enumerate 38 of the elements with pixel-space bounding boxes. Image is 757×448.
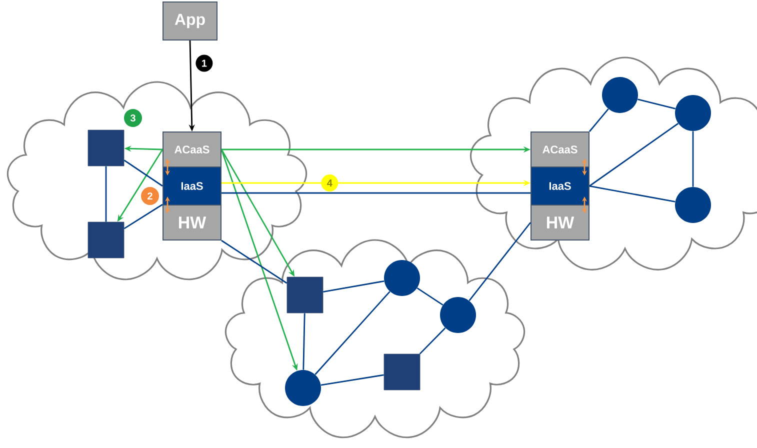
connector-line [589,122,679,187]
connector-line [692,131,694,187]
square-node [384,354,420,390]
stack-layer-box: IaaS [162,166,222,206]
circle-node [384,260,420,296]
connector-line [314,291,390,375]
connector-line [416,287,444,306]
app-box: App [162,2,218,40]
circle-node [675,187,711,223]
connector-line [320,374,384,386]
connector-line [222,192,530,194]
callout-number: 4 [321,174,338,192]
callout-number: 1 [196,54,213,72]
stack-layer-box: ACaaS [162,132,222,168]
circle-node [285,370,321,406]
square-node [88,130,124,166]
connector-line [124,204,163,230]
connector-line [589,185,676,202]
connector-line [419,328,446,354]
connector-line [468,222,532,302]
square-node [286,276,324,314]
connector-line [105,166,107,222]
circle-node [675,95,711,131]
connector-line [323,280,384,292]
stack-layer-box: IaaS [530,166,590,206]
stack-layer-box: HW [162,204,222,240]
connector-line [638,98,676,110]
circle-node [440,297,476,333]
connector-line [588,108,609,132]
connector-line [221,240,288,284]
callout-number: 3 [124,109,142,127]
square-node [88,222,124,258]
stack-layer-box: HW [530,204,590,240]
connector-line [124,160,163,187]
circle-node [602,77,638,113]
connector-line [302,313,306,370]
stack-layer-box: ACaaS [530,132,590,168]
callout-number: 2 [141,187,159,205]
